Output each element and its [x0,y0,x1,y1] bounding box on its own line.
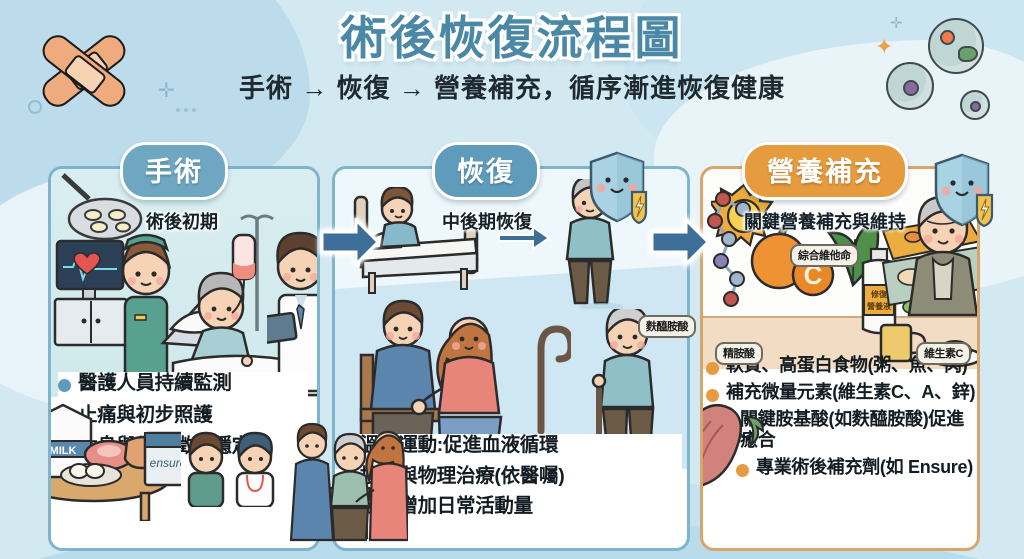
list-item: 軟質、高蛋白食物(粥、魚、肉) [706,355,978,376]
bullet-text: 醫護人員持續監測 [78,372,232,394]
bullet-dot-icon [736,463,749,477]
surgery-scene [51,169,317,397]
tag-multivitamin: 綜合維他命 [790,244,859,267]
muscle-regeneration-icon [703,404,765,487]
dots-mark-icon [176,108,196,112]
shield-mascot-icon [589,151,648,224]
tag-vitamin-c: 維生素C [916,342,971,365]
list-item: 醫護人員持續監測 [58,372,308,395]
stage-chip-surgery[interactable]: 手術 [120,142,228,200]
tag-glutamine: 麩醯胺酸 [638,315,696,338]
bullet-text: 專業術後補充劑(如 Ensure) [756,456,973,477]
page-subtitle: 手術 → 恢復 → 營養補充，循序漸進恢復健康 [239,73,785,104]
bullet-list-nutrition: 軟質、高蛋白食物(粥、魚、肉) 補充微量元素(維生素C、A、鋅) 關鍵胺基酸(如… [706,355,978,483]
arrow-bed-to-walking [498,225,551,251]
walking-elderly-figure [565,179,623,309]
list-item: 專業術後補充劑(如 Ensure) [706,457,978,478]
iv-drip-icon [231,214,274,331]
plus-mark-icon: ✛ [890,15,903,32]
bullet-text: 關鍵胺基酸(如麩醯胺酸)促進癒合 [740,408,964,450]
molecule-icon [707,191,751,307]
shield-mascot-icon [934,153,994,228]
family-support-figure [290,422,408,542]
arrow-surgery-to-recovery [320,218,381,266]
nurse-figure [120,233,172,389]
sparkle-icon: ✦ [875,34,894,59]
svg-text:MILK: MILK [50,445,77,457]
stage-chip-nutrition[interactable]: 營養補充 [742,142,908,200]
stage-chip-recovery[interactable]: 恢復 [432,142,540,200]
bullet-text: 止痛與初步照護 [78,403,213,426]
bullet-text: 按摩與物理治療(依醫囑) [360,464,565,487]
bullet-dot-icon [58,379,71,392]
svg-text:ensure: ensure [150,456,181,470]
header: 術後恢復流程圖 手術 → 恢復 → 營養補充，循序漸進恢復健康 [0,14,1024,105]
bullet-text: 溫和運動:促進血液循環 [360,434,559,456]
bullet-text: 補充微量元素(維生素C、A、鋅) [726,381,976,402]
scene-label-recovery: 中後期恢復 [442,212,532,232]
heart-monitor-icon [53,239,129,347]
page-title: 術後恢復流程圖 [340,12,684,64]
arrow-recovery-to-nutrition [650,218,711,266]
stage-panels: MILK ensure [0,142,1024,559]
medical-staff-avatars [187,431,275,507]
bullet-text: 軟質、高蛋白食物(粥、魚、肉) [726,355,968,375]
scene-label-nutrition: 關鍵營養補充與維持 [744,212,906,232]
protein-food-table-icon: MILK ensure [50,403,181,521]
svg-text:C: C [804,260,823,290]
bullet-dot-icon [706,362,719,375]
bullet-dot-icon [706,388,719,402]
stage-panel-surgery[interactable]: MILK ensure [48,142,320,551]
scene-label-surgery: 術後初期 [146,212,218,232]
plus-mark-icon: ✛ [158,80,175,102]
circle-mark-icon [28,100,42,114]
surgical-light-icon [61,173,143,241]
svg-text:營養液: 營養液 [867,301,891,311]
list-item: 補充微量元素(維生素C、A、鋅) [706,382,978,403]
walking-cane-icon [537,325,571,435]
doctor-figure [267,231,317,393]
svg-text:修復: 修復 [870,289,888,299]
tag-arginine: 精胺酸 [715,342,763,365]
